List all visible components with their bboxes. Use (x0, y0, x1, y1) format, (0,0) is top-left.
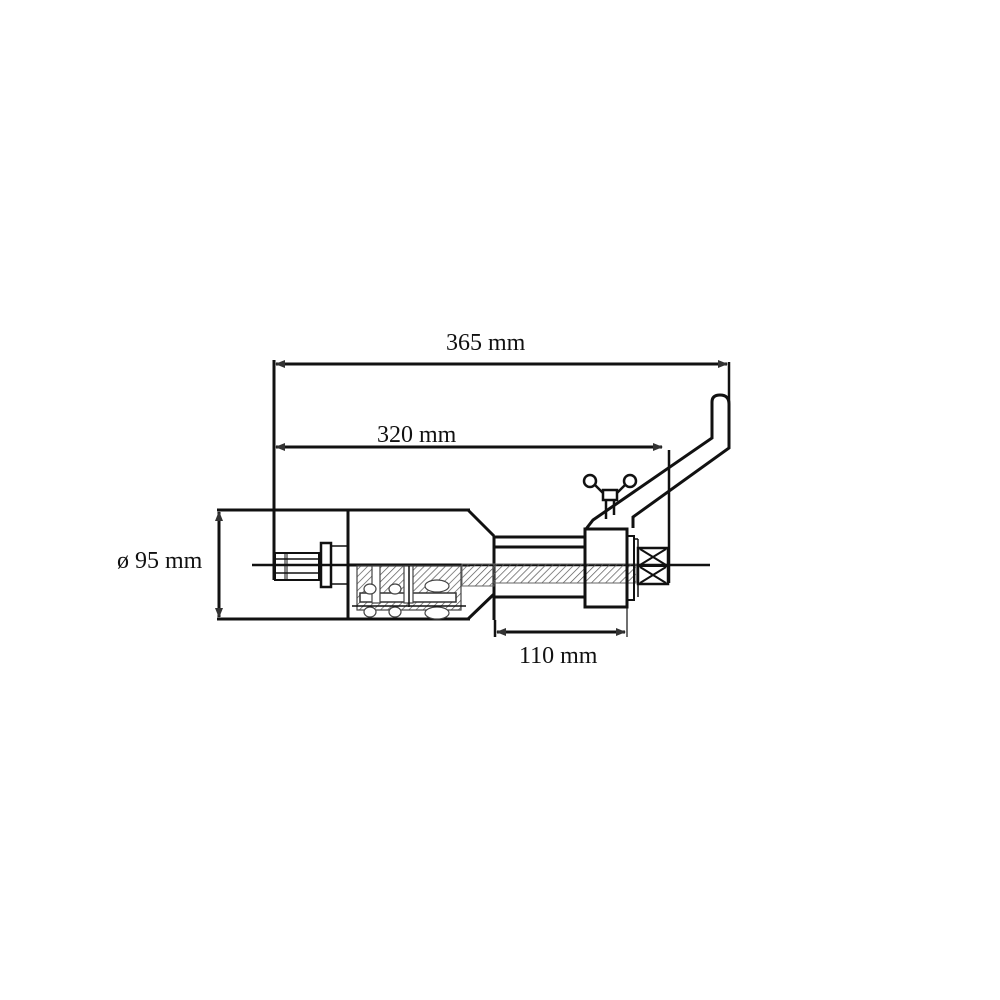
internal-section (352, 565, 466, 620)
wing-nut (582, 473, 638, 519)
flange-ring (319, 541, 348, 589)
dimension-label-overall-length: 365 mm (446, 330, 526, 356)
end-cap (636, 546, 670, 586)
angled-handle (584, 393, 731, 530)
dimension-label-body-to-clamp: 320 mm (377, 422, 457, 448)
cylindrical-body (217, 508, 470, 621)
shaft (461, 535, 637, 599)
dimension-label-diameter: ø 95 mm (117, 548, 203, 574)
connector-stub (274, 552, 320, 581)
dimension-label-shaft-length: 110 mm (519, 643, 598, 669)
